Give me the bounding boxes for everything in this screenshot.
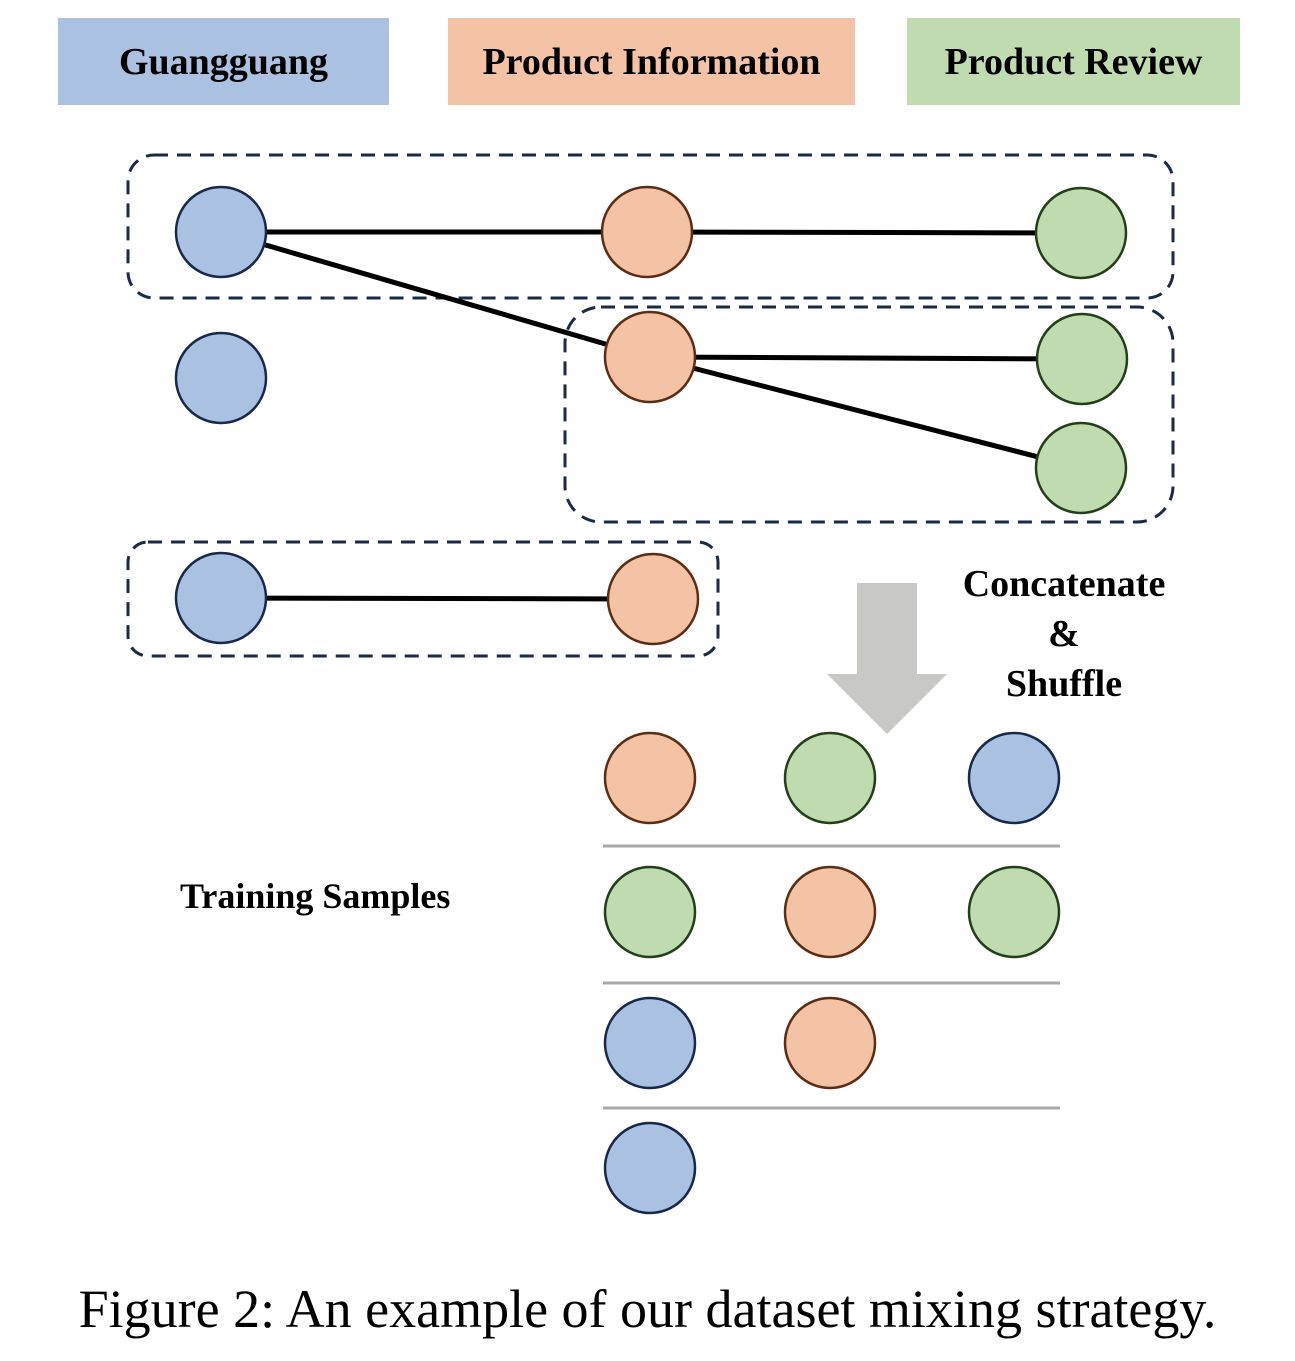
edge-line [647, 354, 1085, 362]
product-info-node [600, 185, 694, 279]
guangguang-node [174, 185, 268, 279]
legend-product-review: Product Review [907, 18, 1240, 105]
training-sample-product-info-node [783, 865, 877, 959]
training-sample-guangguang-node [603, 996, 697, 1090]
group-box-2 [563, 305, 1175, 524]
product-review-node [1035, 312, 1129, 406]
product-review-node [1034, 421, 1128, 515]
training-sample-product-info-node [603, 731, 697, 825]
operation-label-ampersand: & [1048, 613, 1080, 655]
figure-caption: Figure 2: An example of our dataset mixi… [78, 1279, 1217, 1339]
training-sample-guangguang-node [603, 1121, 697, 1215]
product-info-node [606, 552, 700, 646]
edge-line [644, 229, 1084, 236]
product-review-node [1034, 186, 1128, 280]
guangguang-node [174, 331, 268, 425]
edge-line [218, 229, 653, 360]
operation-label-shuffle: Shuffle [1005, 663, 1123, 705]
training-sample-guangguang-node [967, 731, 1061, 825]
training-sample-product-review-node [967, 865, 1061, 959]
training-sample-product-info-node [783, 996, 877, 1090]
legend-product-information: Product Information [448, 18, 855, 105]
operation-label-concatenate: Concatenate [962, 563, 1166, 605]
legend-guangguang: Guangguang [58, 18, 389, 105]
edge-line [218, 595, 656, 602]
training-sample-product-review-node [783, 731, 877, 825]
group-box-1 [126, 153, 1175, 300]
guangguang-node [174, 551, 268, 645]
product-info-node [603, 310, 697, 404]
training-sample-product-review-node [603, 865, 697, 959]
training-samples-label: Training Samples [180, 876, 451, 916]
down-arrow-icon [827, 583, 947, 734]
edge-line [647, 354, 1084, 471]
